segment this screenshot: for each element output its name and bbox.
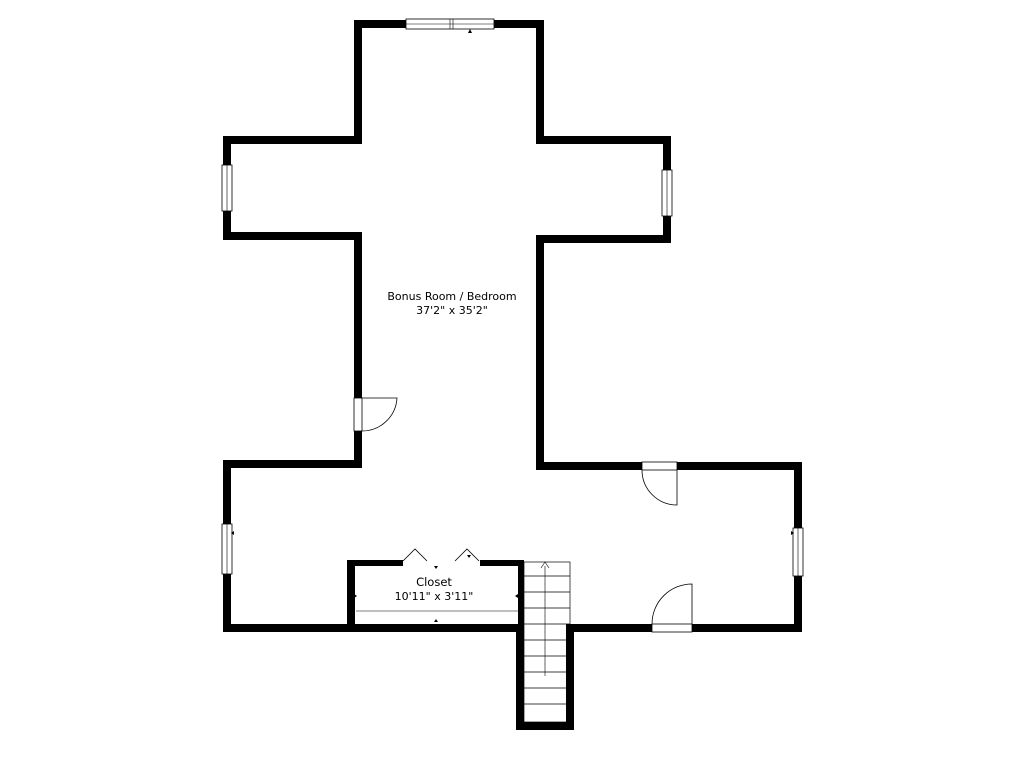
- door-left-corridor: [353, 397, 398, 432]
- main-room-dimensions: 37'2" x 35'2": [416, 304, 488, 317]
- window-north: [405, 18, 495, 33]
- door-upper-right: [641, 461, 678, 506]
- closet-bifold-doors: [354, 548, 518, 622]
- closet-name: Closet: [416, 575, 452, 589]
- window-west-upper: [221, 164, 233, 212]
- window-east-lower: [791, 527, 804, 577]
- window-west-lower: [221, 523, 234, 575]
- exterior-walls: [223, 20, 802, 730]
- closet-walls: [347, 560, 524, 632]
- door-bottom-right: [651, 583, 693, 633]
- window-east-upper: [661, 169, 673, 217]
- closet-dimensions: 10'11" x 3'11": [395, 590, 474, 603]
- main-room-name: Bonus Room / Bedroom: [387, 290, 516, 303]
- staircase: [523, 561, 571, 723]
